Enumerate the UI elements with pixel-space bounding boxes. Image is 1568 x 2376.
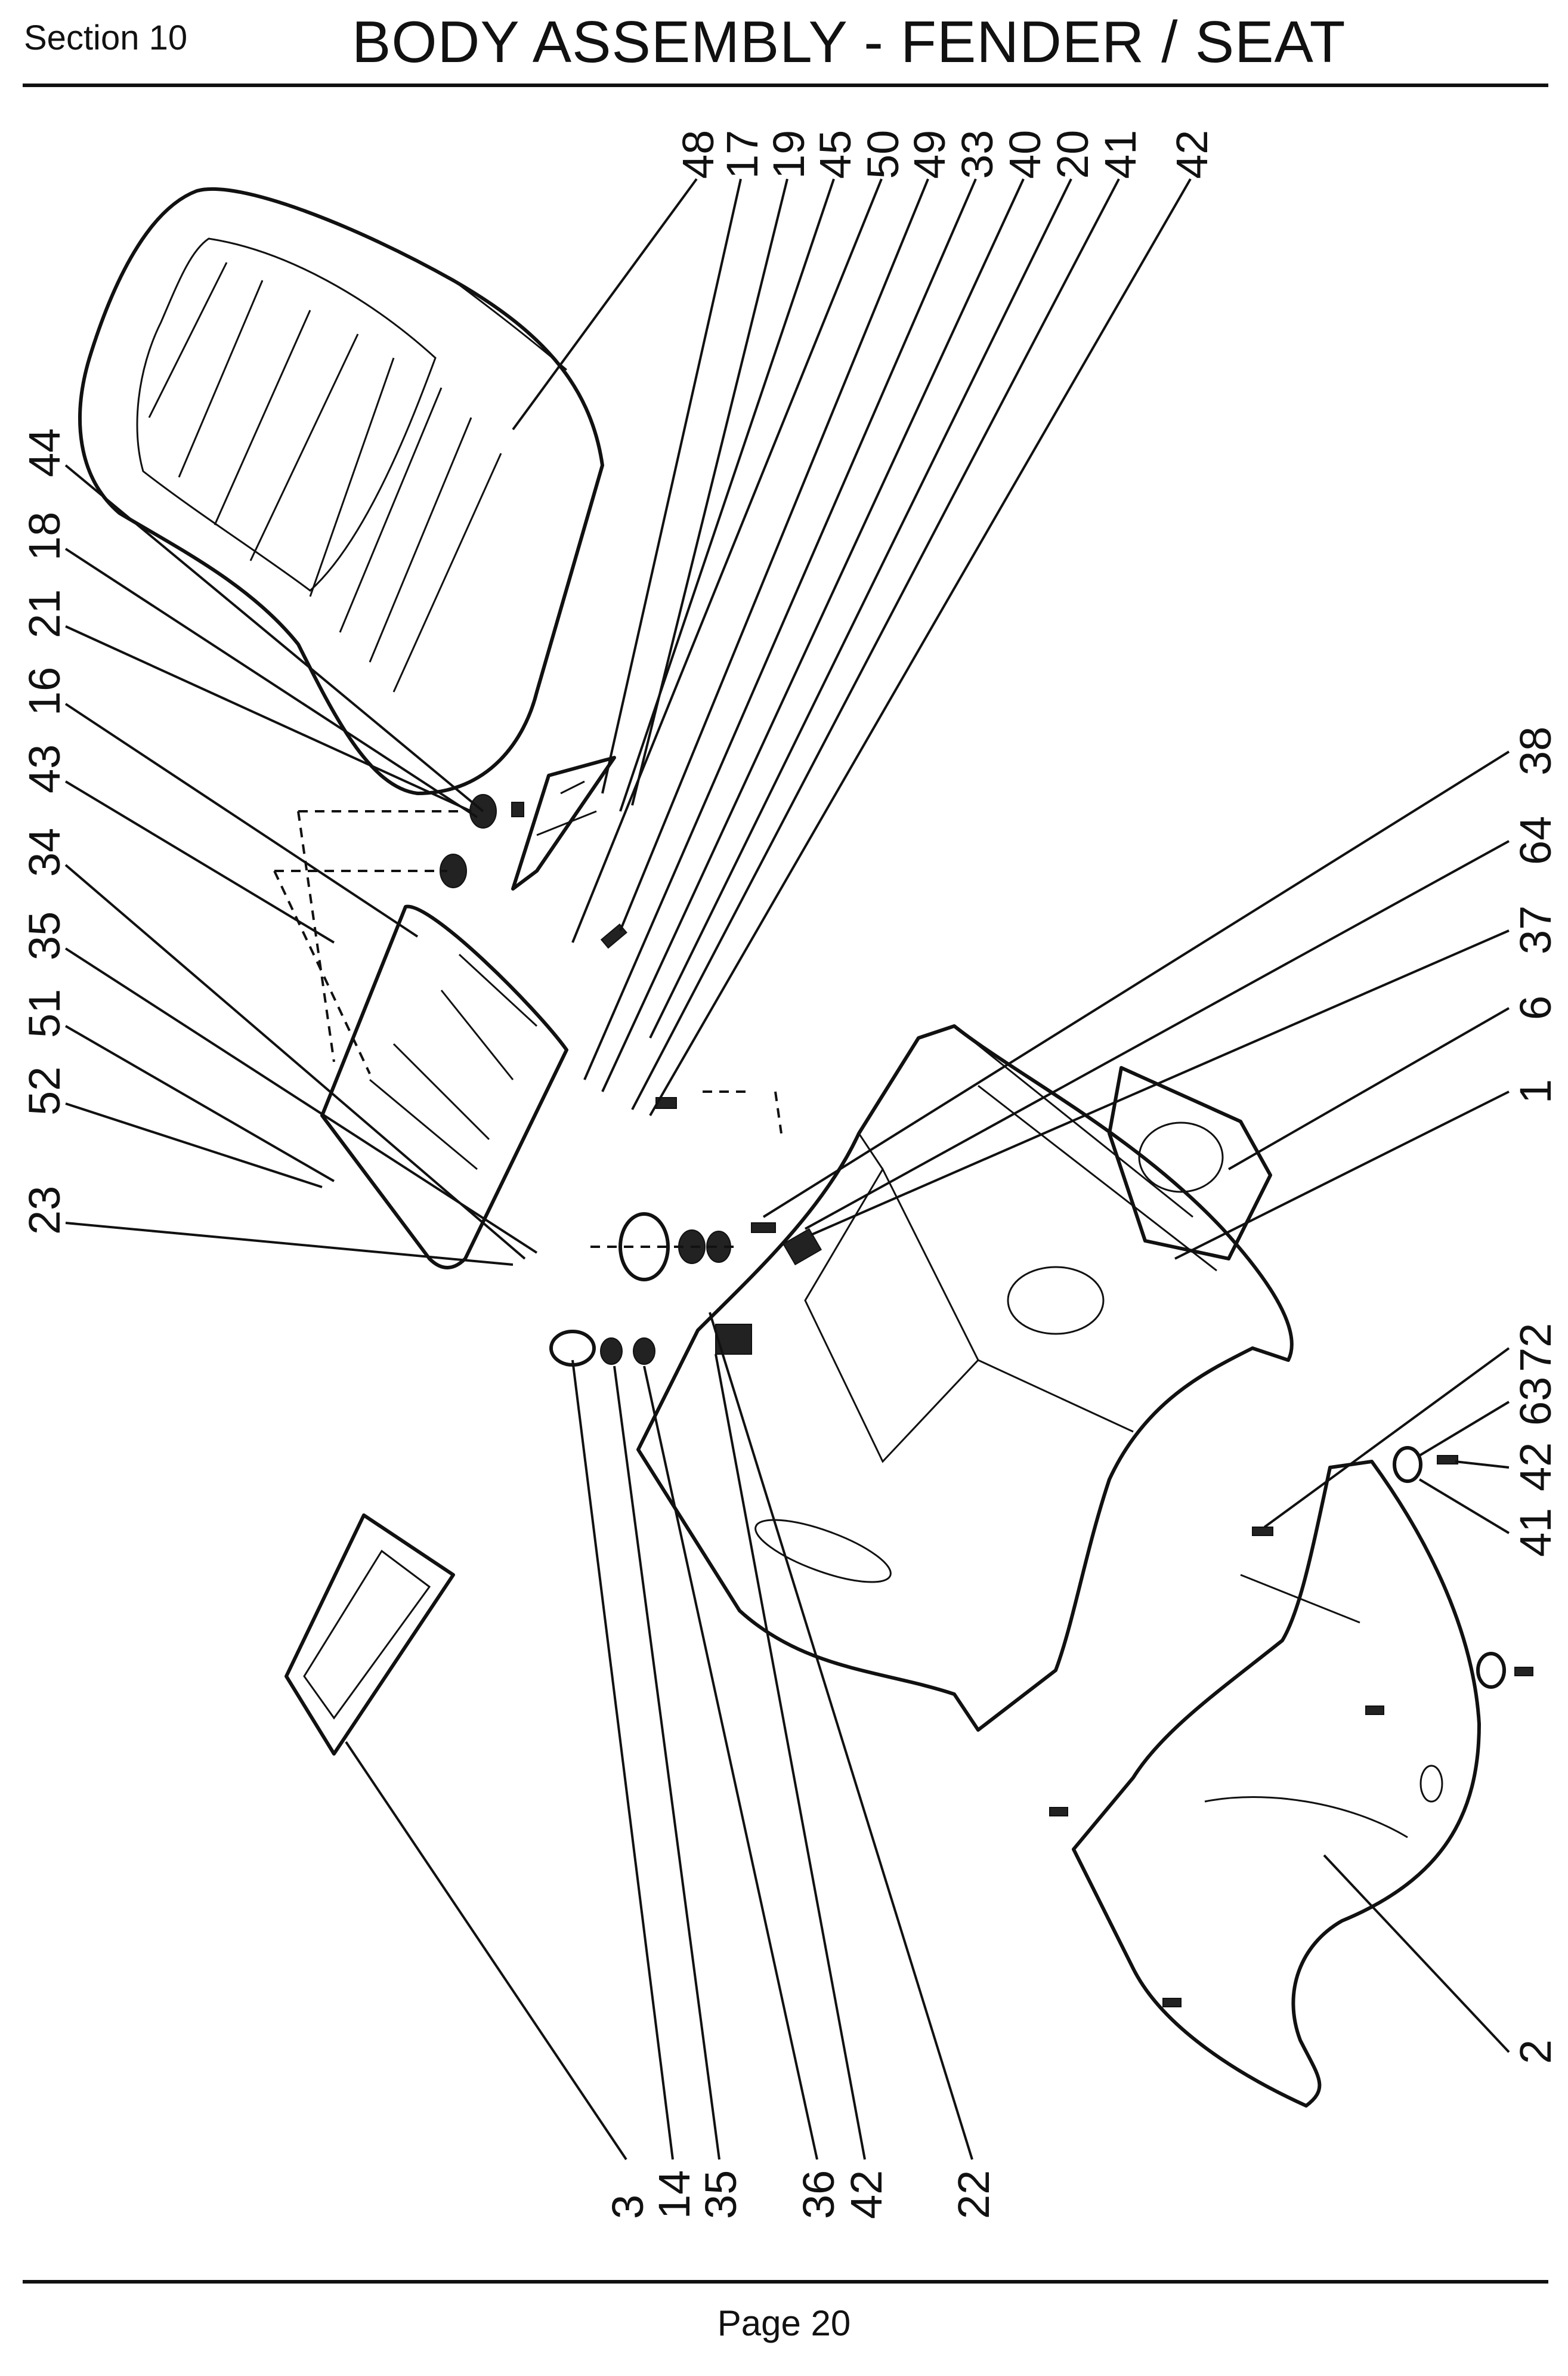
callout: 37 (1511, 906, 1560, 954)
section-label: Section 10 (24, 18, 188, 57)
seat-bracket-drawing (320, 756, 616, 1269)
callout: 42 (1167, 130, 1217, 179)
callout: 18 (20, 512, 69, 561)
callout: 48 (673, 130, 723, 179)
callout: 17 (717, 130, 767, 179)
fender-drawing (636, 1024, 1294, 1732)
page-title: BODY ASSEMBLY - FENDER / SEAT (352, 9, 1346, 75)
callout: 35 (20, 912, 69, 960)
header-rule (23, 84, 1548, 87)
callout: 14 (650, 2170, 699, 2219)
callout: 19 (764, 130, 814, 179)
leader-lines (64, 178, 1510, 2161)
callout: 34 (20, 828, 69, 877)
tray-drawing (284, 1513, 455, 1756)
callout: 40 (1000, 130, 1050, 179)
callout: 63 (1511, 1377, 1560, 1426)
seat-drawing (78, 187, 604, 795)
callout: 3 (603, 2195, 652, 2219)
callout: 20 (1048, 130, 1097, 179)
callout: 2 (1511, 2040, 1560, 2064)
callout: 42 (1511, 1442, 1560, 1491)
callout: 49 (905, 130, 954, 179)
callouts-right: 38 64 37 6 1 72 63 42 41 2 (1511, 727, 1560, 2064)
callout: 44 (20, 428, 69, 477)
callout: 51 (20, 989, 69, 1038)
page-number: Page 20 (717, 2303, 851, 2343)
callout: 23 (20, 1186, 69, 1235)
callout: 22 (949, 2170, 998, 2219)
callout: 72 (1511, 1323, 1560, 1372)
callout: 36 (794, 2170, 843, 2219)
footer-rule (23, 2280, 1548, 2284)
hardware-drawing (273, 794, 1533, 2007)
callout: 41 (1511, 1508, 1560, 1557)
callout: 38 (1511, 727, 1560, 775)
cup-holder-drawing (1108, 1066, 1272, 1260)
callout: 35 (696, 2170, 746, 2219)
callout: 1 (1511, 1079, 1560, 1104)
callout: 52 (20, 1067, 69, 1116)
callouts-left: 44 18 21 16 43 34 35 51 52 23 (20, 428, 69, 1235)
callouts-bottom: 3 14 35 36 42 22 (603, 2170, 998, 2219)
callout: 45 (811, 130, 860, 179)
callout: 33 (952, 130, 1002, 179)
callout: 50 (858, 130, 908, 179)
callouts-top: 48 17 19 45 50 49 33 40 20 41 42 (673, 130, 1217, 179)
callout: 6 (1511, 996, 1560, 1020)
callout: 41 (1096, 130, 1145, 179)
rear-fender-drawing (1072, 1460, 1481, 2108)
callout: 43 (20, 744, 69, 793)
callout: 16 (20, 667, 69, 716)
callout: 42 (842, 2170, 891, 2219)
callout: 64 (1511, 816, 1560, 865)
callout: 21 (20, 589, 69, 638)
